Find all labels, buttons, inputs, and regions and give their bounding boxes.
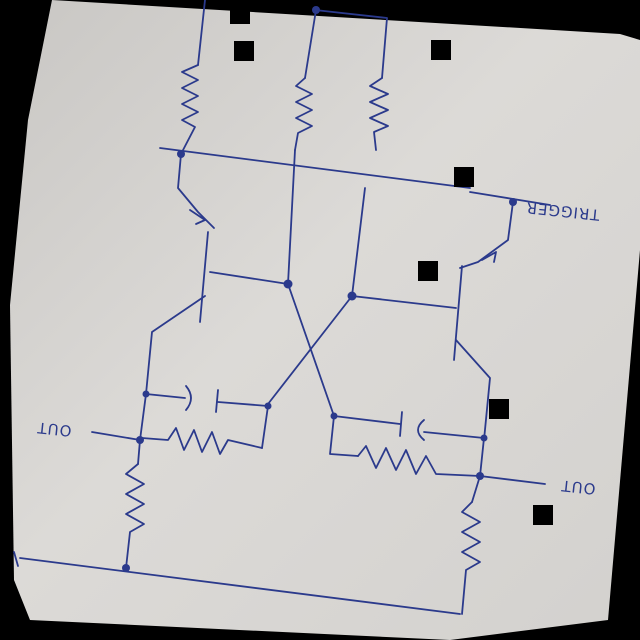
ground-rail-tick (13, 551, 19, 567)
right-emitter (459, 201, 514, 269)
redaction-markers (230, 4, 553, 525)
left-transistor-leg (145, 295, 206, 395)
left-collector-plate (209, 271, 289, 285)
schematic-ink (13, 0, 551, 615)
junction-node (264, 402, 272, 410)
redaction-marker (489, 399, 509, 419)
left-emitter-arrow (189, 209, 206, 225)
left-capacitor-plate (215, 389, 219, 413)
out-left-label: OUT (36, 418, 73, 440)
left-base-bar (199, 231, 209, 323)
junction-node (177, 150, 185, 158)
right-capacitor-curved (417, 419, 425, 441)
out-right-label: OUT (560, 476, 597, 498)
right-capacitor-plate (399, 411, 403, 437)
redaction-marker (418, 261, 438, 281)
redaction-marker (431, 40, 451, 60)
resistor-top-2 (294, 77, 313, 151)
left-cap-lead-2 (217, 401, 269, 407)
junction-node (509, 198, 517, 206)
right-base-bar (453, 265, 463, 361)
resistor-bottom-left (125, 463, 145, 569)
out-right-wire (479, 475, 546, 485)
junction-node (480, 434, 488, 442)
left-emitter (177, 153, 215, 229)
junction-node (136, 436, 144, 444)
left-resistor-horizontal (141, 427, 263, 455)
redaction-marker (230, 4, 250, 24)
out-left-wire (91, 431, 141, 441)
top-left-wire (197, 0, 206, 66)
junction-node (347, 291, 357, 301)
trigger-wire (469, 191, 551, 206)
right-cap-lead-2 (423, 431, 485, 439)
paper-sheet (10, 0, 640, 640)
junction-node (142, 390, 150, 398)
redaction-marker (454, 167, 474, 187)
left-capacitor-curved (185, 385, 192, 411)
redaction-marker (234, 41, 254, 61)
right-collector-wire (351, 187, 366, 297)
left-rc-right-wire (261, 405, 269, 449)
ground-rail (19, 557, 461, 615)
right-collector-plate (351, 295, 457, 309)
junction-node (330, 412, 338, 420)
right-cap-lead (333, 415, 401, 425)
right-transistor-leg (455, 339, 491, 441)
left-cap-lead (145, 393, 186, 399)
left-collector-wire (287, 149, 296, 285)
resistor-top-1 (181, 64, 199, 153)
junction-node (122, 564, 130, 572)
top-bridge-wire (314, 9, 388, 79)
junction-node (312, 6, 320, 14)
top-mid-wire (304, 9, 317, 79)
resistor-bottom-right (461, 501, 481, 615)
resistor-top-3 (369, 77, 389, 151)
redaction-marker (533, 505, 553, 525)
junction-node (283, 279, 293, 289)
junction-node (476, 472, 484, 480)
right-resistor-horizontal (357, 445, 481, 477)
bus-line (159, 147, 471, 189)
right-emitter-arrow (481, 251, 497, 263)
cross-wire-b (267, 295, 353, 405)
right-rc-left-wire (329, 415, 359, 457)
